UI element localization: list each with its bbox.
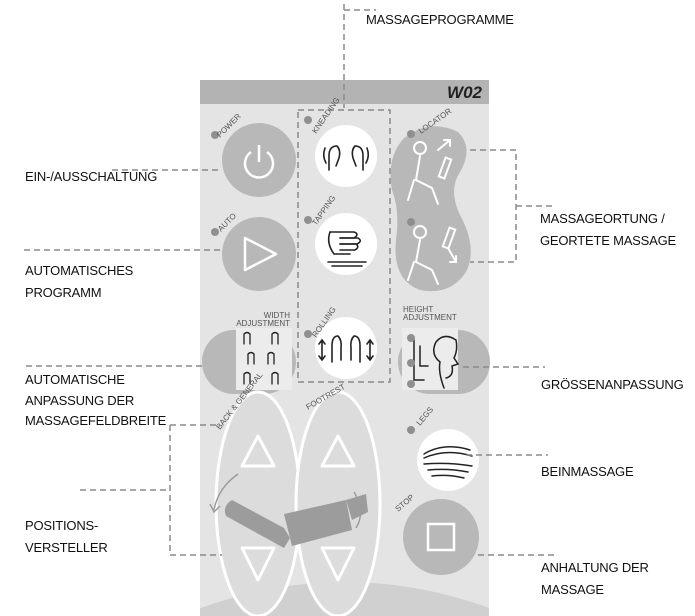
width-icon-panel xyxy=(236,328,292,390)
chair-icon xyxy=(209,473,368,548)
width-callout-line3: MASSAGEFELDBREITE xyxy=(25,413,167,428)
width-label-line1: WIDTH xyxy=(264,311,290,320)
stop-icon xyxy=(426,522,456,552)
stop-callout-line1: ANHALTUNG DER xyxy=(541,560,649,575)
legs-indicator xyxy=(407,426,415,434)
power-icon xyxy=(243,145,275,179)
height-indicator-2 xyxy=(407,359,415,367)
panel-header xyxy=(200,80,489,104)
legs-button[interactable]: LEGS xyxy=(407,405,479,491)
head-profile-icon xyxy=(413,335,460,389)
legs-icon xyxy=(423,446,473,479)
position-callout-line2: VERSTELLER xyxy=(25,540,108,555)
locator-indicator-upper xyxy=(407,130,415,138)
locate-callout-line2: GEORTETE MASSAGE xyxy=(540,233,676,248)
massage-programs-callout: MASSAGEPROGRAMME xyxy=(366,12,514,27)
width-callout-line1: AUTOMATISCHE xyxy=(25,372,125,387)
hands-width-icon xyxy=(243,331,279,385)
width-adjustment-button[interactable]: WIDTH ADJUSTMENT xyxy=(202,311,296,394)
height-callout: GRÖSSENANPASSUNG xyxy=(541,377,684,392)
rolling-icon xyxy=(318,335,374,363)
tapping-icon xyxy=(327,231,367,267)
seated-person-down-icon xyxy=(407,225,457,285)
power-indicator xyxy=(211,131,219,139)
auto-button[interactable]: AUTO xyxy=(211,211,296,291)
power-switch-callout: EIN-/AUSSCHALTUNG xyxy=(25,169,158,184)
legs-callout: BEINMASSAGE xyxy=(541,464,634,479)
kneading-icon xyxy=(322,145,370,171)
locator-indicator-lower xyxy=(407,218,415,226)
position-callout-line1: POSITIONS- xyxy=(25,518,99,533)
rolling-indicator xyxy=(304,330,312,338)
auto-program-callout-line2: PROGRAMM xyxy=(25,285,102,300)
width-callout-line2: ANPASSUNG DER xyxy=(25,393,135,408)
height-indicator-3 xyxy=(407,380,415,388)
back-down-arrow-icon xyxy=(240,546,276,582)
width-label-line2: ADJUSTMENT xyxy=(236,319,290,328)
footrest-down-arrow-icon xyxy=(320,546,356,582)
auto-program-callout-line1: AUTOMATISCHES xyxy=(25,263,134,278)
back-general-button[interactable]: BACK & GENERAL xyxy=(214,370,302,616)
back-up-arrow-icon xyxy=(240,434,276,468)
height-indicator-1 xyxy=(407,334,415,342)
seated-person-up-icon xyxy=(407,139,453,205)
stop-callout-line2: MASSAGE xyxy=(541,582,604,597)
model-label: W02 xyxy=(447,83,483,102)
program-group-outline xyxy=(297,109,391,383)
auto-indicator xyxy=(211,228,219,236)
locate-callout-line1: MASSAGEORTUNG / xyxy=(540,211,665,226)
leader-lines xyxy=(24,4,556,556)
height-label-line1: HEIGHT xyxy=(403,305,433,314)
tapping-indicator xyxy=(304,216,312,224)
height-adjustment-button[interactable]: HEIGHT ADJUSTMENT xyxy=(398,305,490,394)
kneading-indicator xyxy=(304,116,312,124)
play-icon xyxy=(243,236,278,272)
footrest-up-arrow-icon xyxy=(320,434,356,468)
height-label-line2: ADJUSTMENT xyxy=(403,313,457,322)
